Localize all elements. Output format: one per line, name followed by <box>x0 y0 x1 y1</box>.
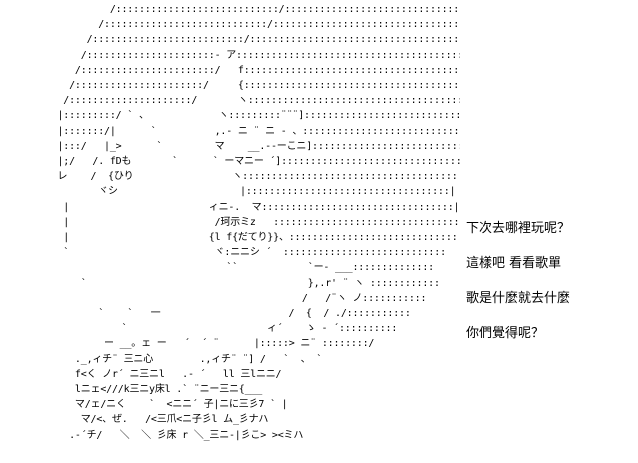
dialogue-caption: 下次去哪裡玩呢？ 這樣吧 看看歌單 歌是什麼就去什麼 你們覺得呢？ <box>466 216 636 356</box>
caption-line-1: 下次去哪裡玩呢？ <box>466 221 571 236</box>
caption-line-2: 這樣吧 看看歌單 <box>466 256 562 271</box>
caption-line-4: 你們覺得呢？ <box>466 326 545 341</box>
ascii-art-panel: /::::::::::::::::::::::::::::/::::::::::… <box>57 4 460 441</box>
caption-line-3: 歌是什麼就去什麼 <box>466 291 571 306</box>
ascii-art-figure: /::::::::::::::::::::::::::::/::::::::::… <box>57 4 460 441</box>
